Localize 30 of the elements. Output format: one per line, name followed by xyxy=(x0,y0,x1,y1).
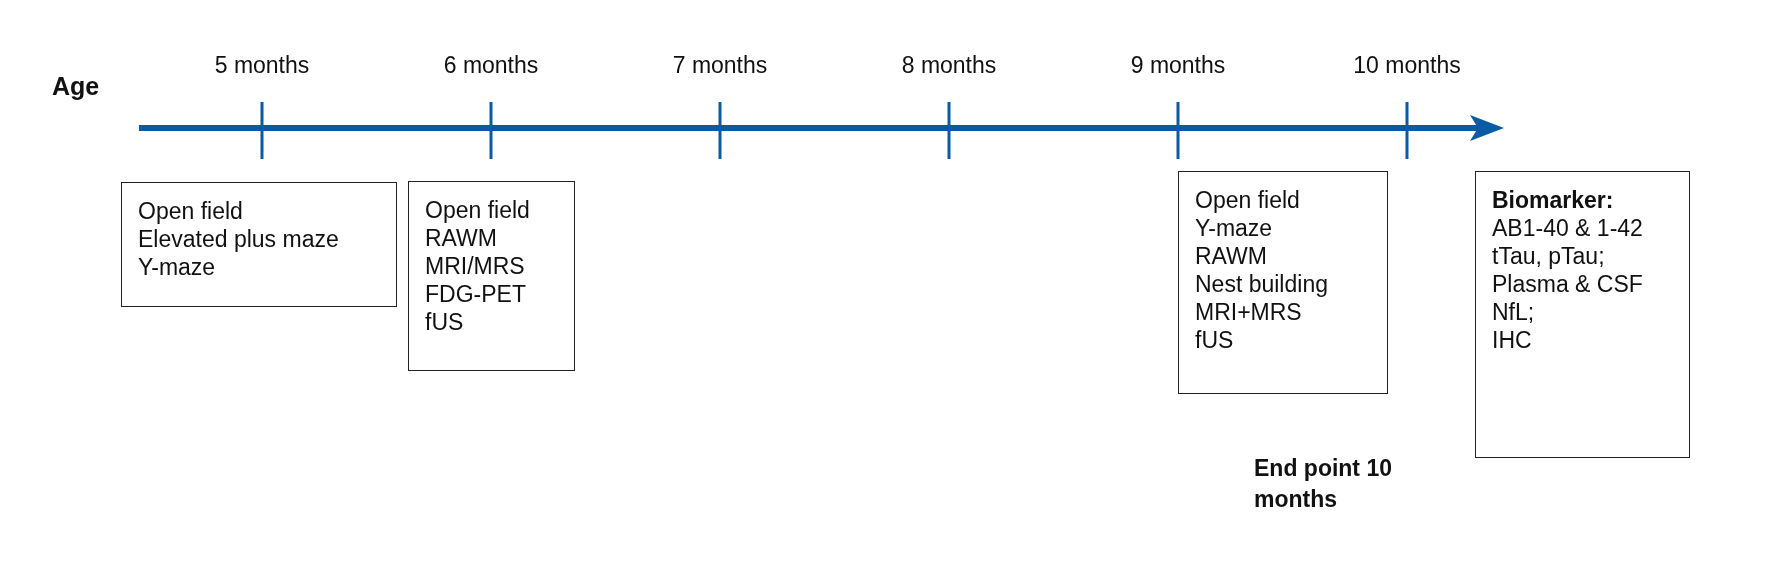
task-text: RAWM xyxy=(425,224,498,252)
task-box xyxy=(121,182,397,307)
task-text: MRI/MRS xyxy=(425,252,526,280)
tick-label: 10 months xyxy=(1353,52,1461,79)
task-text: RAWM xyxy=(1195,242,1268,270)
tick-label: 9 months xyxy=(1130,52,1226,79)
task-box xyxy=(408,181,575,371)
task-text: Nest building xyxy=(1195,270,1329,298)
tick-label: 8 months xyxy=(901,52,997,79)
task-text: Open field xyxy=(138,197,244,225)
tick-label: 7 months xyxy=(672,52,768,79)
tick-label: 5 months xyxy=(214,52,310,79)
task-text: Open field xyxy=(425,196,531,224)
axis-title: Age xyxy=(52,72,100,101)
task-text: Open field xyxy=(1195,186,1301,214)
task-box xyxy=(1178,171,1388,394)
task-text: IHC xyxy=(1492,326,1533,354)
task-text: MRI+MRS xyxy=(1195,298,1303,326)
task-box xyxy=(1475,171,1690,458)
task-text: fUS xyxy=(425,308,465,336)
task-text: Y-maze xyxy=(138,253,217,281)
end-point-note: End point 10 months xyxy=(1254,454,1393,514)
task-text: AB1-40 & 1-42 tTau, pTau; xyxy=(1492,214,1644,270)
task-text: Elevated plus maze xyxy=(138,225,340,253)
task-text: FDG-PET xyxy=(425,280,527,308)
box-heading: Biomarker: xyxy=(1492,186,1615,214)
task-text: fUS xyxy=(1195,326,1235,354)
task-text: Y-maze xyxy=(1195,214,1274,242)
tick-label: 6 months xyxy=(443,52,539,79)
task-text: Plasma & CSF NfL; xyxy=(1492,270,1644,326)
